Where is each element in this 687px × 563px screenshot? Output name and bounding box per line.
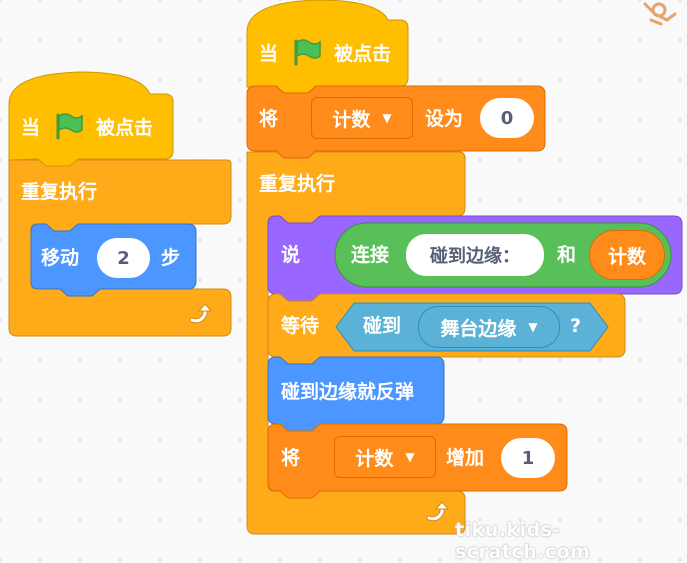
variable-dropdown[interactable]: 计数 ▼ [311,97,413,139]
loop-arrow-icon [189,303,213,324]
chevron-down-icon: ▼ [382,111,392,125]
change-by-label: 增加 [446,447,485,469]
hat-when-label: 当 [259,43,279,65]
join-text-input[interactable]: 碰到边缘： [406,234,544,276]
green-flag-icon [294,39,321,66]
forever-label: 重复执行 [259,173,336,195]
variable-name: 计数 [332,108,371,131]
set-to-label: 设为 [425,108,464,130]
script-2: 当 被点击 将 计数 ▼ 设为 0 重复执行 说 连接 碰到边缘： 和 计数 等… [259,39,665,522]
hat-when-label: 当 [21,117,41,139]
touching-question-label: ? [570,315,582,337]
touching-target: 舞台边缘 [440,317,517,340]
loop-arrow-icon [426,501,450,522]
change-label: 将 [281,447,301,469]
forever-block-2-shape[interactable] [246,151,466,535]
set-value-input[interactable]: 0 [480,98,534,138]
change-value-input[interactable]: 1 [501,438,555,478]
set-label: 将 [259,108,279,130]
join-label: 连接 [351,244,390,266]
hat-clicked-label: 被点击 [96,117,154,139]
forever-label: 重复执行 [21,181,98,203]
move-steps-input[interactable]: 2 [97,238,150,278]
variable-dropdown[interactable]: 计数 ▼ [334,436,436,478]
move-label: 移动 [41,247,80,269]
variable-name: 计数 [355,447,394,470]
move-suffix-label: 步 [161,247,181,269]
chevron-down-icon: ▼ [405,450,415,464]
hat-clicked-label: 被点击 [334,43,392,65]
watermark: tiku.kids-scratch.com [455,519,591,563]
hat-block-1-shape[interactable] [8,71,174,167]
chevron-down-icon: ▼ [528,320,538,334]
sprite-cat-icon [643,2,677,26]
green-flag-icon [56,113,83,140]
variable-reporter[interactable]: 计数 [589,230,665,280]
bounce-label: 碰到边缘就反弹 [281,381,415,403]
wait-until-label: 等待 [281,315,320,337]
say-label: 说 [281,244,301,266]
hat-block-2-shape[interactable] [246,0,409,94]
touching-target-dropdown[interactable]: 舞台边缘 ▼ [418,306,560,348]
touching-label: 碰到 [363,315,402,337]
script-1: 当 被点击 重复执行 移动 2 步 [21,113,213,324]
join-and-label: 和 [557,244,577,266]
